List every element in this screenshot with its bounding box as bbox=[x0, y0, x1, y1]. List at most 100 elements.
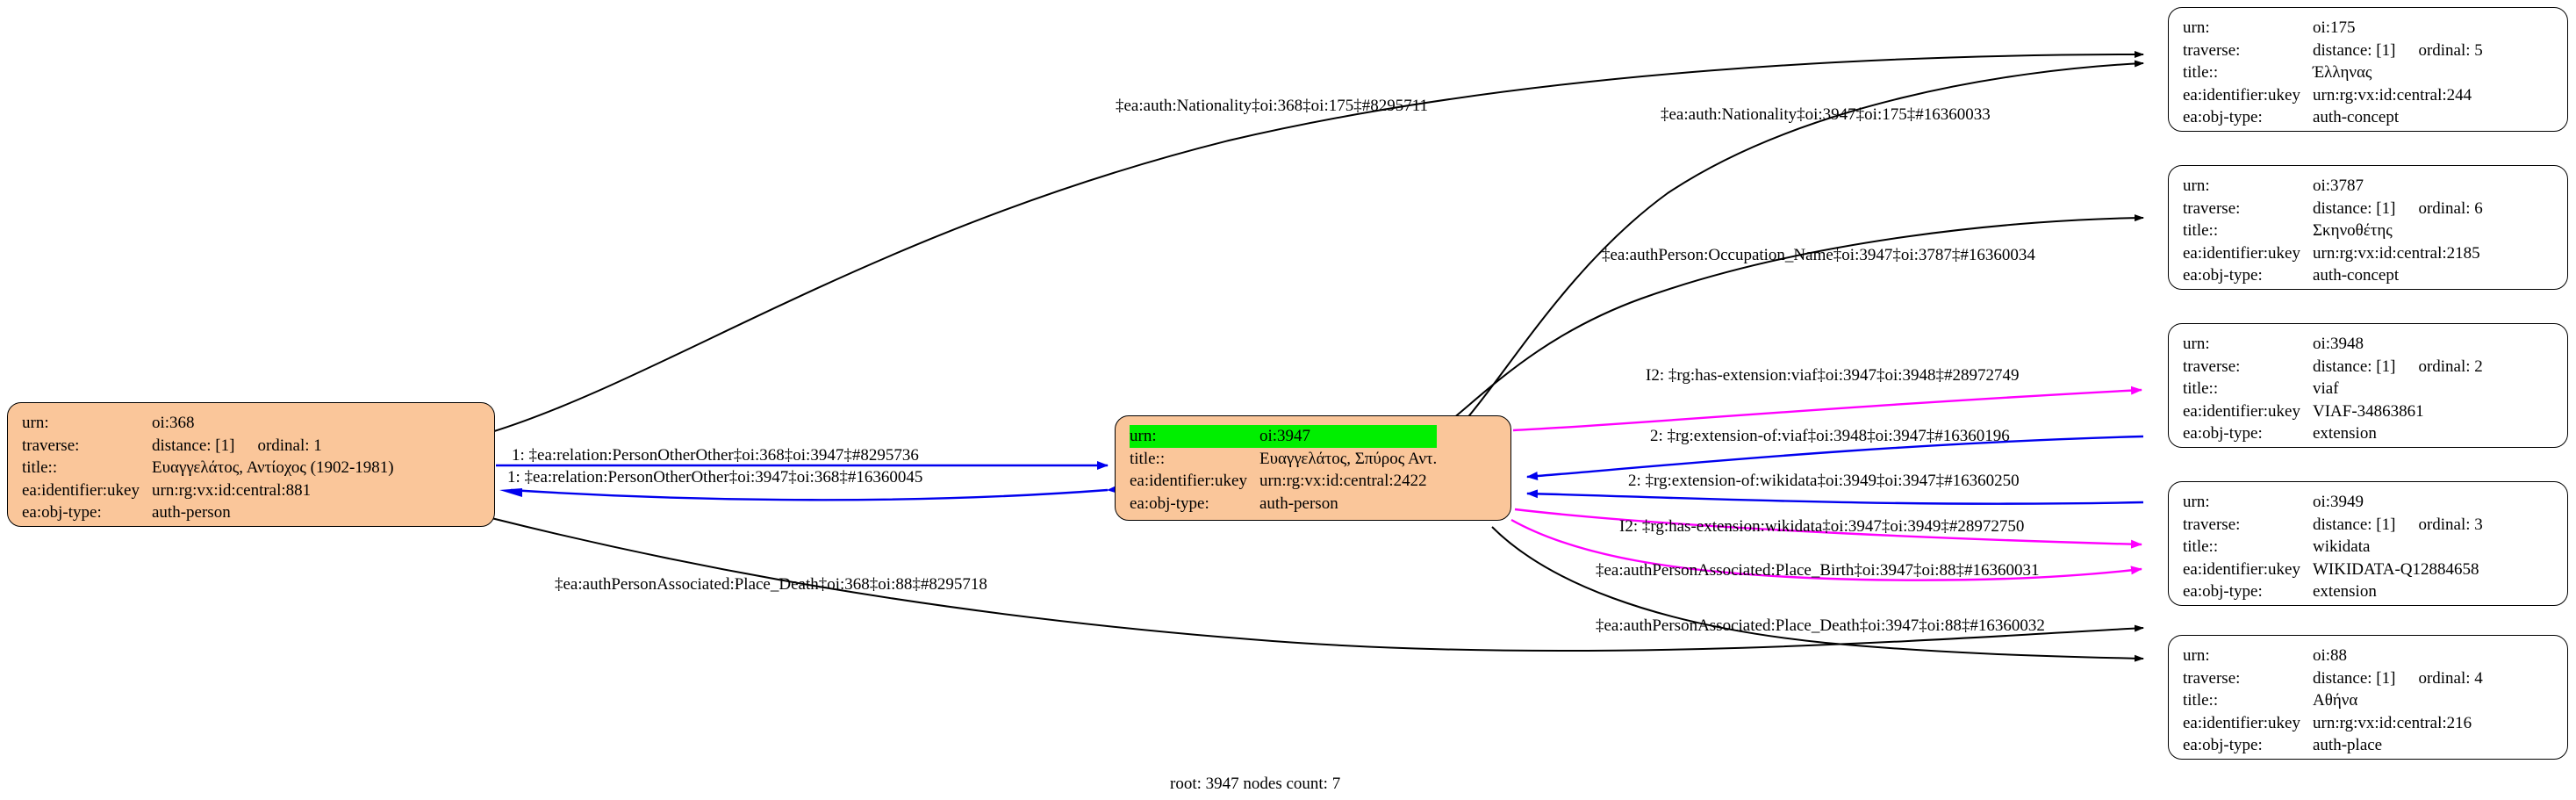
node-row-objtype: ea:obj-type: auth-person bbox=[1130, 493, 1437, 515]
traverse-ordinal: ordinal: 2 bbox=[2418, 357, 2483, 376]
node-row-urn: urn: oi:3947 bbox=[1130, 425, 1438, 448]
graph-footer: root: 3947 nodes count: 7 bbox=[1170, 775, 1341, 793]
field-value-ukey: urn:rg:vx:id:central:881 bbox=[152, 480, 312, 500]
field-value-ukey: urn:rg:vx:id:central:2422 bbox=[1259, 472, 1427, 490]
edge-label-e9: ‡ea:authPersonAssociated:Place_Death‡oi:… bbox=[1596, 616, 2045, 635]
node-row-objtype: ea:obj-type: extension bbox=[2183, 422, 2483, 445]
field-label-title: title:: bbox=[2183, 379, 2219, 398]
edge-label-e7: I2: ‡rg:has-extension:wikidata‡oi:3947‡o… bbox=[1619, 517, 2025, 536]
field-label-ukey: ea:identifier:ukey bbox=[2183, 401, 2300, 421]
field-value-urn: oi:3947 bbox=[1259, 425, 1438, 448]
field-label-urn: urn: bbox=[2183, 18, 2210, 37]
field-value-traverse: distance: [1]ordinal: 3 bbox=[2313, 514, 2483, 537]
edge-path-e6 bbox=[1526, 489, 2144, 505]
field-label-title: title:: bbox=[2183, 63, 2219, 82]
field-value-urn: oi:3949 bbox=[2313, 493, 2364, 511]
edge-label-e8: ‡ea:authPersonAssociated:Place_Birth‡oi:… bbox=[1596, 561, 2040, 580]
field-label-title: title:: bbox=[2183, 691, 2219, 710]
field-value-urn: oi:88 bbox=[2313, 646, 2348, 665]
edge-arrow-e11 bbox=[499, 488, 522, 497]
edge-label-e3: ‡ea:authPerson:Occupation_Name‡oi:3947‡o… bbox=[1602, 246, 2035, 264]
field-label-urn: urn: bbox=[1130, 425, 1259, 448]
field-value-ukey: WIKIDATA-Q12884658 bbox=[2313, 559, 2479, 579]
field-label-objtype: ea:obj-type: bbox=[2183, 108, 2263, 126]
field-label-urn: urn: bbox=[2183, 335, 2210, 353]
field-value-traverse: distance: [1] ordinal: 2 bbox=[2313, 356, 2483, 378]
node-row-urn: urn: oi:368 bbox=[22, 412, 394, 435]
node-row-urn: urn: oi:3949 bbox=[2183, 491, 2483, 514]
node-row-traverse: traverse: distance: [1] ordinal: 2 bbox=[2183, 356, 2483, 378]
field-value-objtype: auth-concept bbox=[2313, 266, 2400, 285]
edge-label-e6: 2: ‡rg:extension-of:wikidata‡oi:3949‡oi:… bbox=[1628, 472, 2020, 490]
node-row-urn: urn: oi:3948 bbox=[2183, 333, 2483, 356]
node-row-traverse: traverse: distance: [1]ordinal: 4 bbox=[2183, 667, 2483, 690]
node-row-objtype: ea:obj-type: auth-place bbox=[2183, 734, 2483, 757]
field-label-ukey: ea:identifier:ukey bbox=[2183, 713, 2300, 732]
node-row-traverse: traverse: distance: [1]ordinal: 6 bbox=[2183, 198, 2483, 220]
node-row-objtype: ea:obj-type: auth-concept bbox=[2183, 264, 2483, 287]
field-label-objtype: ea:obj-type: bbox=[2183, 736, 2263, 754]
node-row-traverse: traverse: distance: [1]ordinal: 3 bbox=[2183, 514, 2483, 537]
field-label-traverse: traverse: bbox=[22, 436, 80, 455]
node-oi-3949[interactable]: urn: oi:3949 traverse: distance: [1]ordi… bbox=[2168, 481, 2568, 606]
field-value-traverse: distance: [1] ordinal: 1 bbox=[152, 435, 394, 458]
edge-path-e11 bbox=[510, 485, 1119, 501]
field-label-ukey: ea:identifier:ukey bbox=[22, 480, 140, 500]
traverse-ordinal: ordinal: 5 bbox=[2418, 40, 2483, 60]
field-label-urn: urn: bbox=[2183, 177, 2210, 195]
field-label-ukey: ea:identifier:ukey bbox=[2183, 85, 2300, 105]
edge-path-e4 bbox=[1512, 386, 2142, 432]
node-row-objtype: ea:obj-type: auth-person bbox=[22, 501, 394, 524]
field-label-traverse: traverse: bbox=[2183, 357, 2241, 376]
traverse-distance: distance: [1] bbox=[152, 436, 235, 455]
edge-label-e5: 2: ‡rg:extension-of:viaf‡oi:3948‡oi:3947… bbox=[1650, 427, 2010, 445]
field-label-traverse: traverse: bbox=[2183, 198, 2241, 218]
field-value-traverse: distance: [1]ordinal: 6 bbox=[2313, 198, 2483, 220]
node-row-traverse: traverse: distance: [1] ordinal: 1 bbox=[22, 435, 394, 458]
traverse-distance: distance: [1] bbox=[2313, 668, 2396, 688]
node-row-title: title:: Αθήνα bbox=[2183, 689, 2483, 712]
node-oi-368[interactable]: urn: oi:368 traverse: distance: [1] ordin… bbox=[7, 402, 495, 527]
traverse-ordinal: ordinal: 1 bbox=[257, 436, 322, 455]
node-oi-3948[interactable]: urn: oi:3948 traverse: distance: [1] ordi… bbox=[2168, 323, 2568, 448]
node-row-traverse: traverse: distance: [1] ordinal: 5 bbox=[2183, 40, 2483, 62]
field-value-title: Ευαγγελάτος, Σπύρος Αντ. bbox=[1259, 449, 1438, 468]
traverse-distance: distance: [1] bbox=[2313, 357, 2396, 376]
field-label-ukey: ea:identifier:ukey bbox=[2183, 559, 2300, 579]
node-row-ukey: ea:identifier:ukey urn:rg:vx:id:central:… bbox=[22, 479, 394, 502]
node-row-title: title:: wikidata bbox=[2183, 536, 2483, 559]
node-row-title: title:: Έλληνας bbox=[2183, 61, 2483, 84]
node-row-title: title:: Ευαγγελάτος, Αντίοχος (1902-1981… bbox=[22, 457, 394, 479]
field-value-title: Αθήνα bbox=[2313, 691, 2358, 710]
field-value-title: viaf bbox=[2313, 379, 2339, 398]
field-label-traverse: traverse: bbox=[2183, 668, 2241, 688]
traverse-ordinal: ordinal: 6 bbox=[2418, 198, 2483, 218]
field-value-traverse: distance: [1]ordinal: 4 bbox=[2313, 667, 2483, 690]
field-label-objtype: ea:obj-type: bbox=[2183, 424, 2263, 443]
field-label-objtype: ea:obj-type: bbox=[2183, 582, 2263, 601]
edge-path-e9 bbox=[1491, 526, 2144, 662]
node-row-title: title:: Ευαγγελάτος, Σπύρος Αντ. bbox=[1130, 448, 1437, 471]
node-row-ukey: ea:identifier:ukey VIAF-34863861 bbox=[2183, 400, 2483, 423]
node-oi-3947[interactable]: urn: oi:3947 title:: Ευαγγελάτος, Σπύρος… bbox=[1115, 415, 1511, 521]
traverse-distance: distance: [1] bbox=[2313, 40, 2396, 60]
traverse-ordinal: ordinal: 3 bbox=[2418, 515, 2483, 534]
node-oi-3787[interactable]: urn: oi:3787 traverse: distance: [1]ordi… bbox=[2168, 165, 2568, 290]
field-value-title: Έλληνας bbox=[2313, 63, 2372, 82]
node-row-urn: urn: oi:88 bbox=[2183, 645, 2483, 667]
field-label-ukey: ea:identifier:ukey bbox=[1130, 472, 1247, 490]
field-label-traverse: traverse: bbox=[2183, 40, 2241, 60]
node-row-ukey: ea:identifier:ukey WIKIDATA-Q12884658 bbox=[2183, 559, 2483, 581]
node-row-title: title:: Σκηνοθέτης bbox=[2183, 220, 2483, 242]
field-value-objtype: auth-person bbox=[1259, 494, 1338, 513]
field-value-urn: oi:3787 bbox=[2313, 177, 2364, 195]
field-label-objtype: ea:obj-type: bbox=[22, 503, 102, 522]
node-oi-88[interactable]: urn: oi:88 traverse: distance: [1]ordina… bbox=[2168, 635, 2568, 760]
field-value-ukey: urn:rg:vx:id:central:216 bbox=[2313, 713, 2472, 732]
field-label-ukey: ea:identifier:ukey bbox=[2183, 243, 2300, 263]
field-value-title: Σκηνοθέτης bbox=[2313, 221, 2393, 240]
field-value-objtype: extension bbox=[2313, 424, 2377, 443]
edge-label-e11: 1: ‡ea:relation:PersonOtherOther‡oi:3947… bbox=[507, 468, 923, 486]
node-oi-175[interactable]: urn: oi:175 traverse: distance: [1]ordin… bbox=[2168, 7, 2568, 132]
edge-label-e10: 1: ‡ea:relation:PersonOtherOther‡oi:368‡… bbox=[512, 446, 919, 465]
